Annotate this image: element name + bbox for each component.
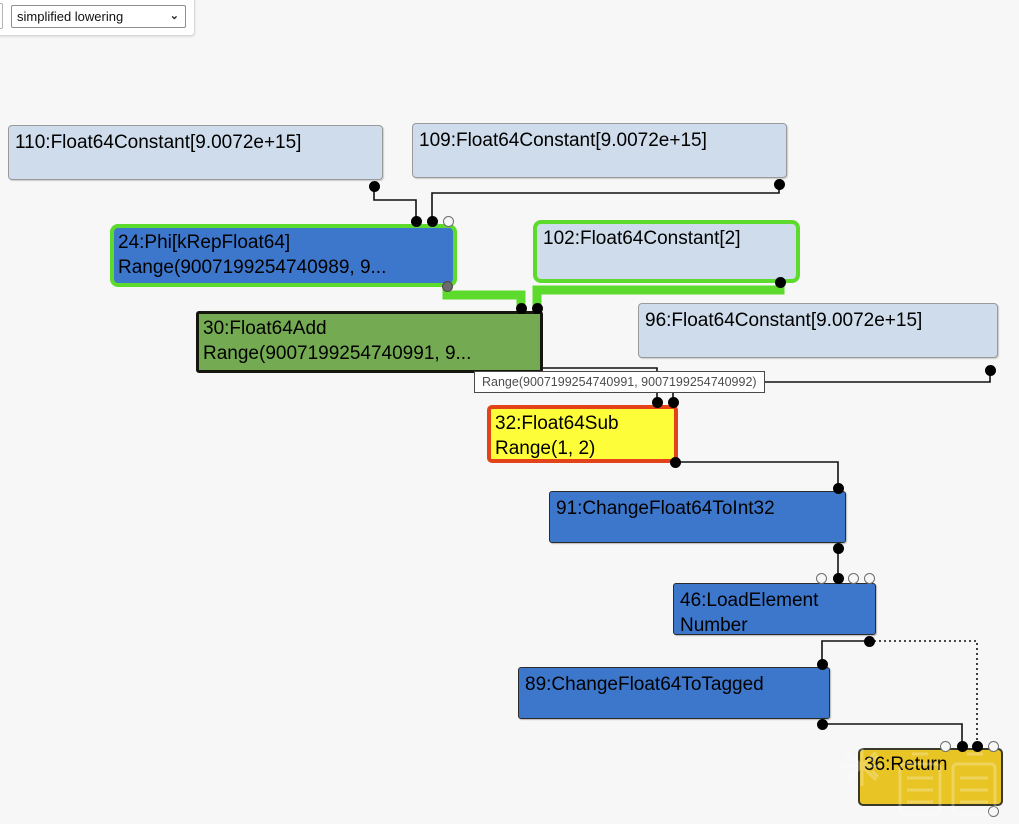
port-36-input-3[interactable] <box>988 741 999 752</box>
graph-node-96[interactable]: 96:Float64Constant[9.0072e+15] <box>638 303 998 358</box>
graph-node-label: 96:Float64Constant[9.0072e+15] <box>645 310 923 331</box>
node-tooltip: Range(9007199254740991, 9007199254740992… <box>474 371 765 393</box>
graph-node-102[interactable]: 102:Float64Constant[2] <box>533 220 800 283</box>
graph-node-label: 89:ChangeFloat64ToTagged <box>525 674 764 695</box>
port-102-output[interactable] <box>775 277 786 288</box>
port-91-input-0[interactable] <box>833 483 844 494</box>
port-96-output[interactable] <box>985 365 996 376</box>
graph-node-label: 110:Float64Constant[9.0072e+15] <box>15 132 302 153</box>
port-24-output[interactable] <box>442 281 453 292</box>
graph-node-label: 24:Phi[kRepFloat64] <box>118 232 291 253</box>
port-36-input-2[interactable] <box>972 741 983 752</box>
port-32-output[interactable] <box>670 457 681 468</box>
port-32-input-1[interactable] <box>668 397 679 408</box>
graph-node-label: 109:Float64Constant[9.0072e+15] <box>419 130 707 151</box>
graph-node-89[interactable]: 89:ChangeFloat64ToTagged <box>518 667 830 719</box>
port-110-output[interactable] <box>369 181 380 192</box>
chevron-down-icon: ⌄ <box>169 10 179 22</box>
graph-node-110[interactable]: 110:Float64Constant[9.0072e+15] <box>8 125 383 180</box>
port-46-input-3[interactable] <box>864 573 875 584</box>
port-36-output[interactable] <box>988 806 999 817</box>
port-36-input-0[interactable] <box>940 741 951 752</box>
port-46-input-1[interactable] <box>833 573 844 584</box>
graph-node-label: 32:Float64Sub <box>495 413 619 434</box>
graph-node-36[interactable]: 36:Return <box>858 748 1003 806</box>
port-46-output[interactable] <box>864 636 875 647</box>
graph-node-label: 36:Return <box>864 754 948 775</box>
port-30-input-1[interactable] <box>532 303 543 314</box>
port-46-input-2[interactable] <box>848 573 859 584</box>
toolbar-collapse-button[interactable] <box>0 3 3 29</box>
graph-node-label: 102:Float64Constant[2] <box>543 228 741 249</box>
port-46-input-0[interactable] <box>816 573 827 584</box>
port-89-input-0[interactable] <box>817 659 828 670</box>
port-32-input-0[interactable] <box>652 397 663 408</box>
port-30-input-0[interactable] <box>516 303 527 314</box>
graph-node-sublabel: Range(9007199254740989, 9... <box>118 257 387 278</box>
phase-select[interactable]: simplified lowering ⌄ <box>11 5 186 28</box>
graph-node-24[interactable]: 24:Phi[kRepFloat64] Range(900719925474098… <box>110 224 457 287</box>
graph-node-109[interactable]: 109:Float64Constant[9.0072e+15] <box>412 123 787 178</box>
graph-node-label: 46:LoadElement <box>680 590 819 611</box>
port-89-output[interactable] <box>817 719 828 730</box>
port-24-input-2[interactable] <box>443 216 454 227</box>
graph-node-91[interactable]: 91:ChangeFloat64ToInt32 <box>549 491 846 543</box>
phase-select-value: simplified lowering <box>17 9 124 24</box>
graph-node-label: 30:Float64Add <box>203 318 327 339</box>
graph-node-sublabel: Range(1, 2) <box>495 438 596 459</box>
port-109-output[interactable] <box>774 179 785 190</box>
graph-node-sublabel: Range(9007199254740991, 9... <box>203 343 472 364</box>
graph-node-sublabel: Number <box>680 615 748 635</box>
port-36-input-1[interactable] <box>957 741 968 752</box>
port-91-output[interactable] <box>833 543 844 554</box>
toolbar: simplified lowering ⌄ <box>0 0 195 36</box>
graph-node-label: 91:ChangeFloat64ToInt32 <box>556 498 775 519</box>
port-24-input-0[interactable] <box>411 216 422 227</box>
port-24-input-1[interactable] <box>427 216 438 227</box>
